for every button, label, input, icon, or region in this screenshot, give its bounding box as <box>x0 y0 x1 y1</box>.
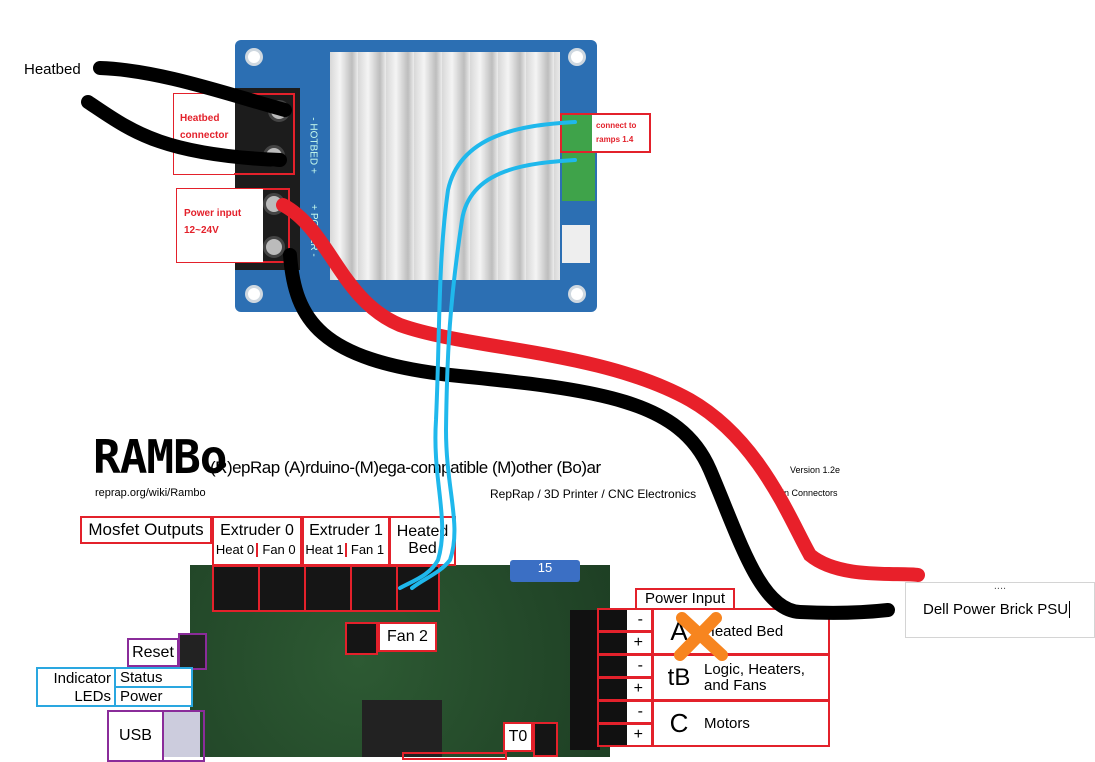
usb-port <box>160 712 200 757</box>
text-cursor <box>1069 601 1071 618</box>
connect-ramps-label: connect to ramps 1.4 <box>592 115 649 151</box>
heatbed-connector-label: Heatbed connector <box>174 94 234 174</box>
heat0-label: Heat 0 <box>214 543 258 557</box>
power-row-c: - + C Motors <box>597 700 830 747</box>
silk-hotbed: - HOTBED + <box>307 117 319 174</box>
silk-power: + POWER - <box>307 204 319 257</box>
t0-label: T0 <box>503 722 533 752</box>
fan2-connector <box>345 622 378 655</box>
fan1-label: Fan 1 <box>350 542 385 557</box>
rambo-tagline: RepRap / 3D Printer / CNC Electronics <box>490 487 697 501</box>
heatsink <box>330 52 560 280</box>
extruder0-label: Extruder 0 <box>220 522 294 539</box>
rambo-connectors: in Connectors <box>782 488 838 498</box>
plus-terminal: + <box>597 723 653 747</box>
psu-textbox[interactable]: .... Dell Power Brick PSU <box>905 580 1095 638</box>
label-line: 12~24V <box>184 225 219 236</box>
label-line: Heatbed <box>180 113 220 124</box>
heat1-label: Heat 1 <box>304 543 347 557</box>
label-line: LEDs <box>74 688 111 705</box>
row-letter: A <box>670 615 688 646</box>
minus-terminal: - <box>597 654 653 678</box>
textbox-value: Dell Power Brick PSU <box>923 601 1069 618</box>
row-letter: C <box>669 707 689 738</box>
bottom-red-box <box>402 752 507 760</box>
label-line: Power input <box>184 208 242 219</box>
extruder1-label: Extruder 1 <box>309 522 383 539</box>
row-c-desc: C Motors <box>652 700 830 747</box>
power-led-label: Power <box>114 688 191 705</box>
indicator-leds-label: Indicator LEDs <box>41 670 111 706</box>
mount-hole <box>568 48 586 66</box>
fuse: 15 <box>510 560 580 582</box>
textbox-drag-handle[interactable]: .... <box>993 580 1007 592</box>
textbox-text[interactable]: Dell Power Brick PSU <box>923 601 1071 618</box>
mount-hole <box>245 48 263 66</box>
power-input-title: Power Input <box>635 588 735 610</box>
label-line: connector <box>180 130 229 141</box>
mount-hole <box>245 285 263 303</box>
heatbed-label: Heatbed <box>24 61 81 78</box>
mosfet-outputs-label: Mosfet Outputs <box>80 516 212 544</box>
label-line: Indicator <box>53 670 111 687</box>
row-letter: tB <box>667 663 691 691</box>
reset-label: Reset <box>127 638 179 667</box>
power-row-a: - + A Heated Bed <box>597 608 830 655</box>
t0-connector <box>533 722 558 757</box>
row-b-desc: tB Logic, Heaters, and Fans <box>652 654 830 701</box>
mosfet-connectors-box <box>212 565 440 612</box>
power-input-label: Power input 12~24V <box>177 189 263 262</box>
extruder0-group: Extruder 0 Heat 0 Fan 0 <box>212 516 302 566</box>
rambo-subtitle: (R)epRap (A)rduino-(M)ega-compatible (M)… <box>210 458 601 477</box>
power-input-table: - + A Heated Bed - + tB Logic, Heaters, … <box>597 608 830 747</box>
rambo-version: Version 1.2e <box>790 465 841 475</box>
status-led-label: Status <box>114 669 191 688</box>
rambo-logo: RAMBo <box>93 430 227 484</box>
heated-bed-label: Heated Bed <box>389 516 456 566</box>
plus-terminal: + <box>597 631 653 655</box>
indicator-leds-box: Indicator LEDs Status Power <box>36 667 193 707</box>
power-row-b: - + tB Logic, Heaters, and Fans <box>597 654 830 701</box>
mount-hole <box>568 285 586 303</box>
main-chip <box>362 700 442 757</box>
power-terminal <box>570 610 600 750</box>
plus-terminal: + <box>597 677 653 701</box>
extruder0-sub: Heat 0 Fan 0 <box>214 543 300 557</box>
row-desc: Logic, Heaters, and Fans <box>704 660 805 694</box>
label-line: ramps 1.4 <box>596 135 634 145</box>
label-line: connect to <box>596 121 637 130</box>
fan2-label: Fan 2 <box>378 622 437 652</box>
mosfet-module-photo: - HOTBED + + POWER - <box>235 40 597 312</box>
minus-terminal: - <box>597 700 653 724</box>
rambo-url: reprap.org/wiki/Rambo <box>95 487 206 499</box>
row-desc: Heated Bed <box>704 622 784 640</box>
row-desc: Motors <box>704 714 750 732</box>
row-a-desc: A Heated Bed <box>652 608 830 655</box>
fan0-label: Fan 0 <box>262 542 296 557</box>
minus-terminal: - <box>597 608 653 632</box>
reset-button-outline <box>178 633 207 670</box>
usb-label: USB <box>107 710 164 762</box>
optocoupler <box>562 225 590 263</box>
usb-box <box>162 710 205 762</box>
